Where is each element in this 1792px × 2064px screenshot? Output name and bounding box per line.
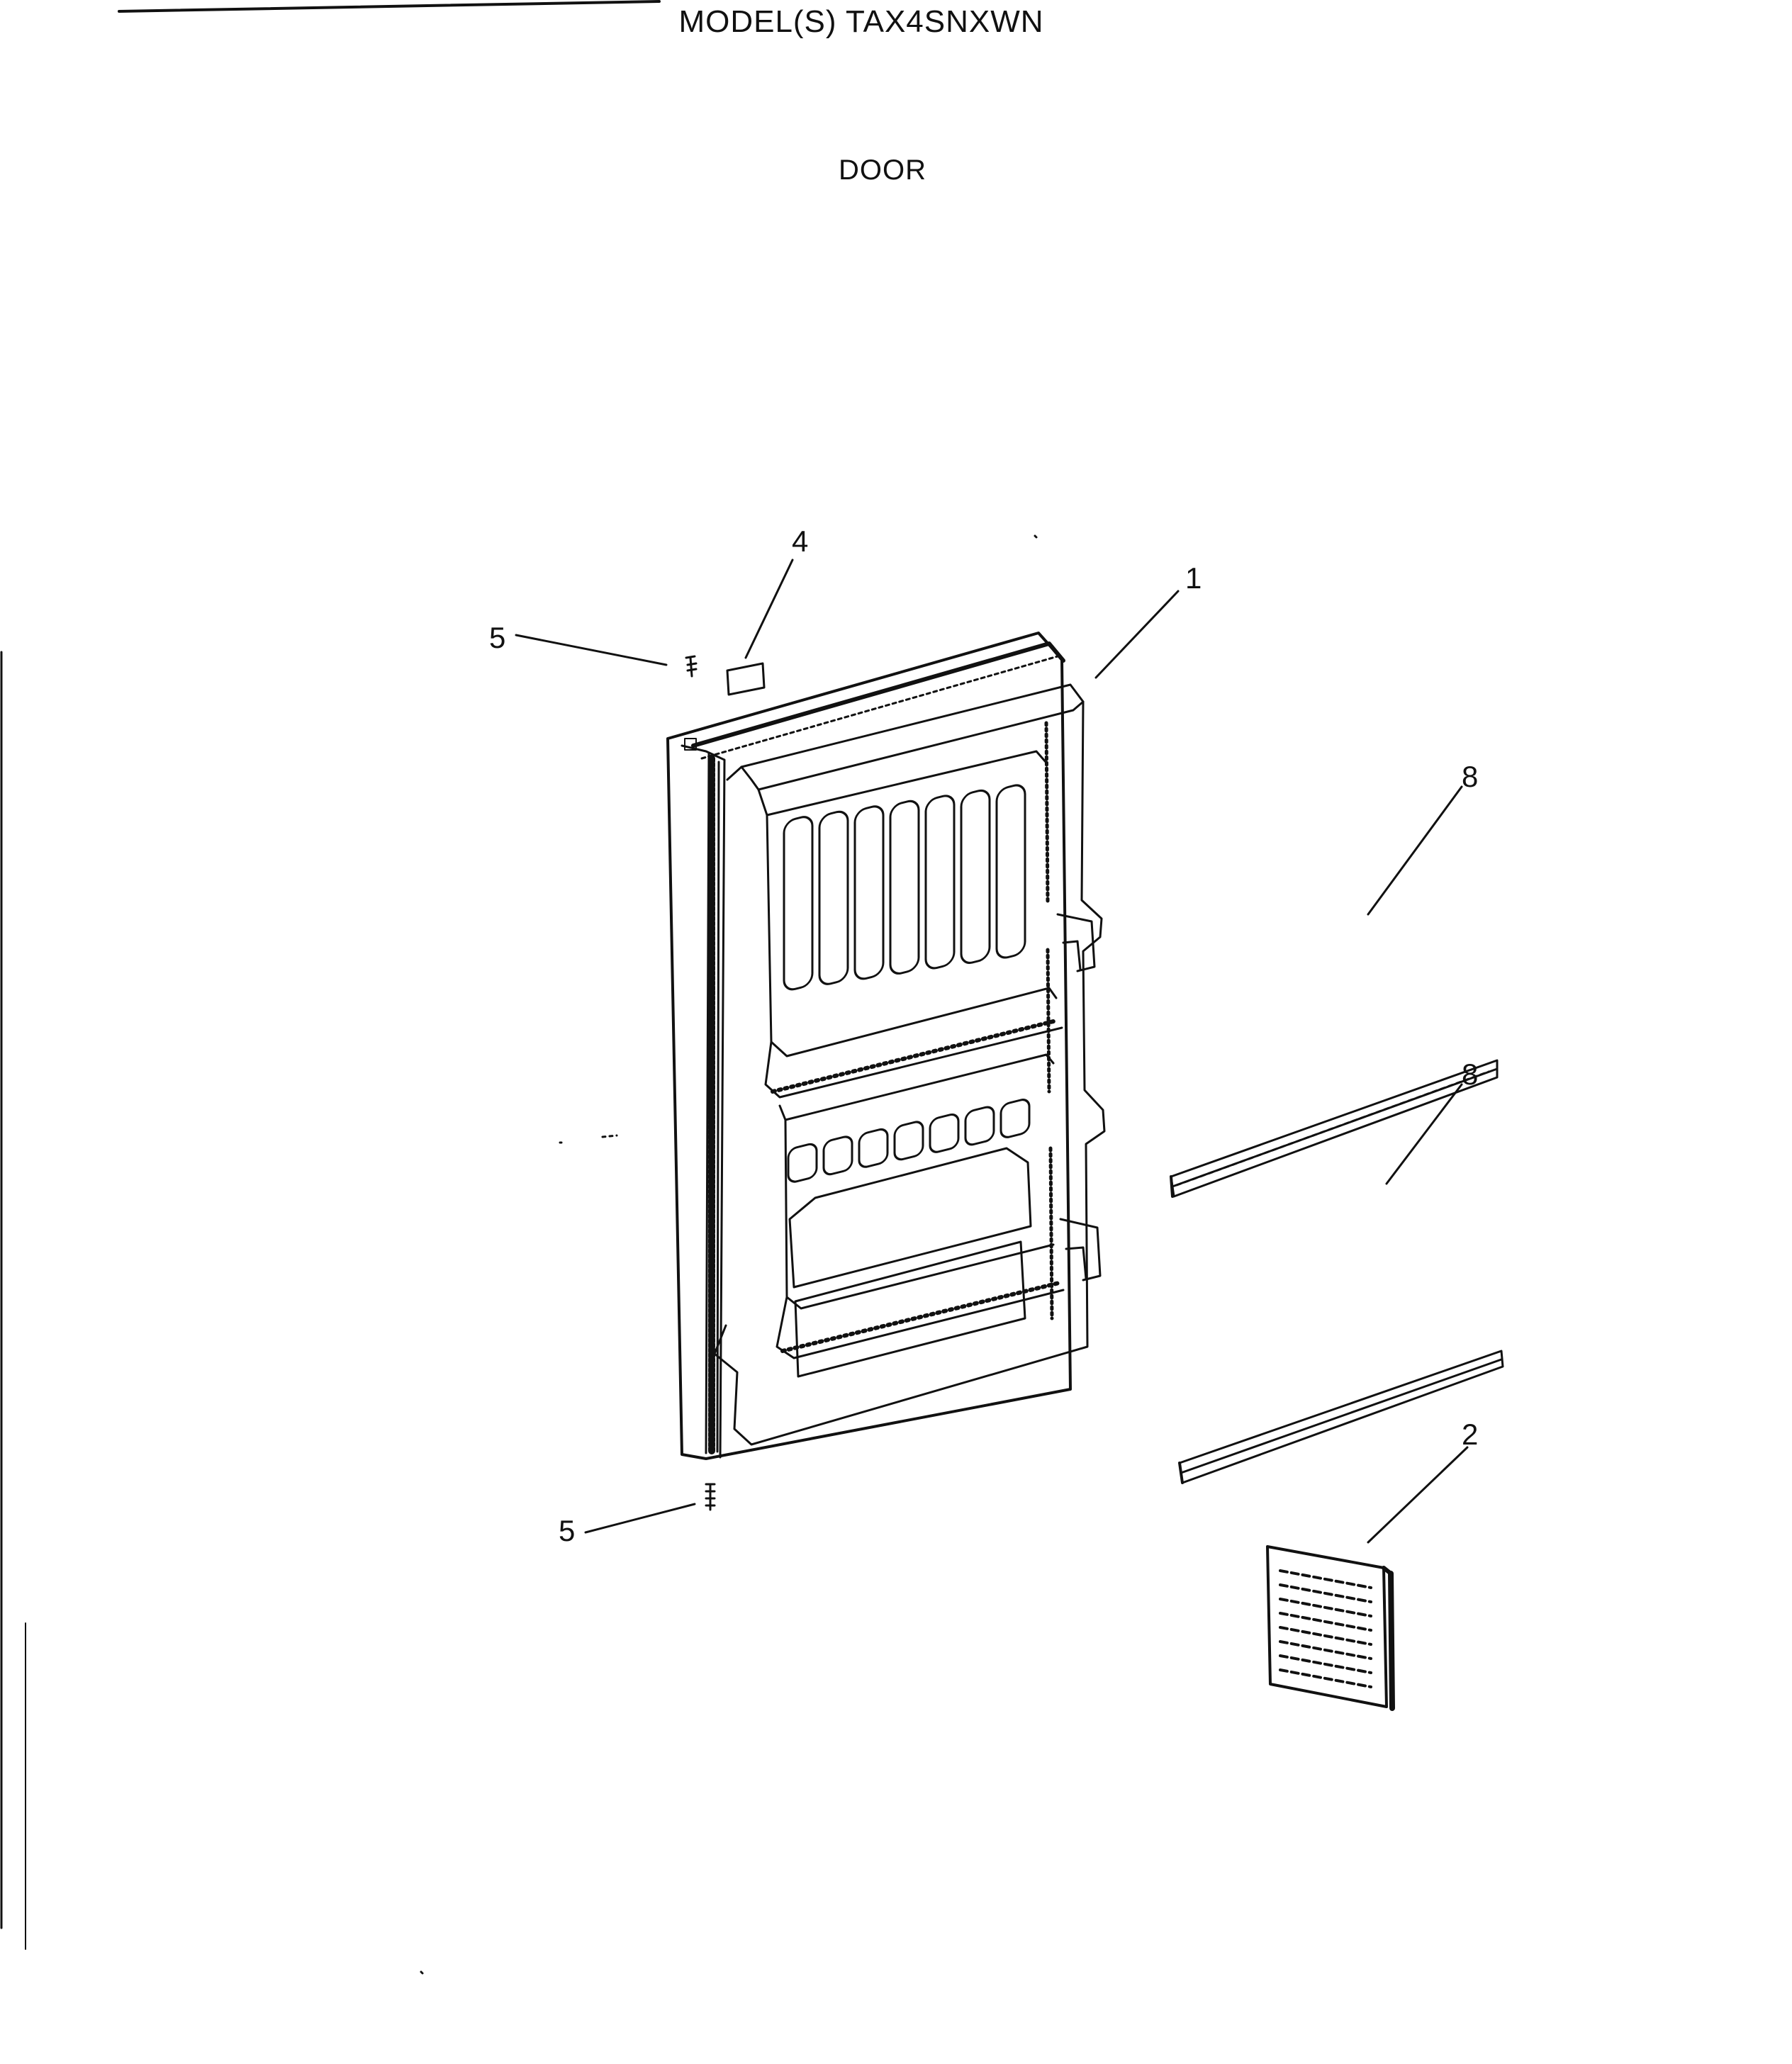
label-plate bbox=[726, 662, 766, 696]
instruction-sheet bbox=[1266, 1545, 1395, 1711]
header-rule bbox=[118, 0, 661, 13]
shelf-rail-upper bbox=[1170, 1059, 1499, 1198]
callout-2: 2 bbox=[1462, 1418, 1479, 1451]
callout-5-top: 5 bbox=[489, 621, 506, 654]
leader-lines bbox=[515, 559, 1469, 1544]
model-title: MODEL(S) TAX4SNXWN bbox=[678, 4, 1044, 39]
shelf-rail-lower bbox=[1178, 1350, 1504, 1484]
screw-bottom bbox=[705, 1483, 716, 1511]
screw-top bbox=[685, 655, 698, 678]
callout-4: 4 bbox=[792, 525, 809, 558]
callout-8-upper: 8 bbox=[1462, 760, 1479, 793]
callout-5-bottom: 5 bbox=[559, 1514, 576, 1547]
door-assembly bbox=[666, 632, 1106, 1460]
callout-1: 1 bbox=[1185, 561, 1202, 595]
callout-8-lower: 8 bbox=[1462, 1058, 1479, 1091]
section-title: DOOR bbox=[839, 155, 926, 186]
